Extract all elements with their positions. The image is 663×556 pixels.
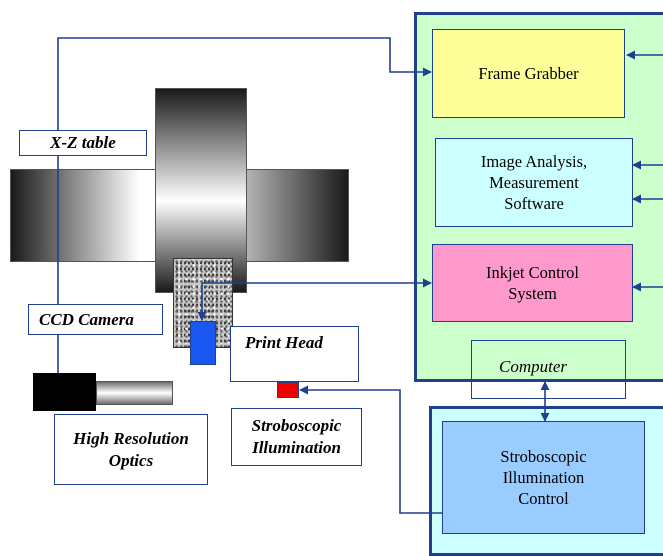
print-head-label: Print Head bbox=[230, 326, 359, 382]
strobe-control-block: Stroboscopic Illumination Control bbox=[442, 421, 645, 534]
strobe-control-label: Stroboscopic Illumination Control bbox=[500, 447, 587, 508]
frame-grabber-label: Frame Grabber bbox=[478, 64, 579, 83]
image-analysis-block: Image Analysis, Measurement Software bbox=[435, 138, 633, 227]
optics-lens-body bbox=[33, 373, 96, 411]
wire-strobe-control-to-light bbox=[299, 385, 442, 514]
optics-label: High Resolution Optics bbox=[54, 414, 208, 485]
frame-grabber-block: Frame Grabber bbox=[432, 29, 625, 118]
strobe-light bbox=[277, 382, 299, 398]
strobe-illumination-label: Stroboscopic Illumination bbox=[231, 408, 362, 466]
ccd-camera-label: CCD Camera bbox=[28, 304, 163, 335]
computer-label-box bbox=[471, 340, 626, 399]
image-analysis-label: Image Analysis, Measurement Software bbox=[480, 152, 588, 213]
optics-lens-barrel bbox=[96, 381, 173, 405]
computer-label: Computer bbox=[478, 356, 588, 378]
print-head bbox=[190, 321, 216, 365]
inkjet-control-block: Inkjet Control System bbox=[432, 244, 633, 322]
xz-table-label: X-Z table bbox=[19, 130, 147, 156]
inkjet-control-label: Inkjet Control System bbox=[485, 263, 580, 303]
